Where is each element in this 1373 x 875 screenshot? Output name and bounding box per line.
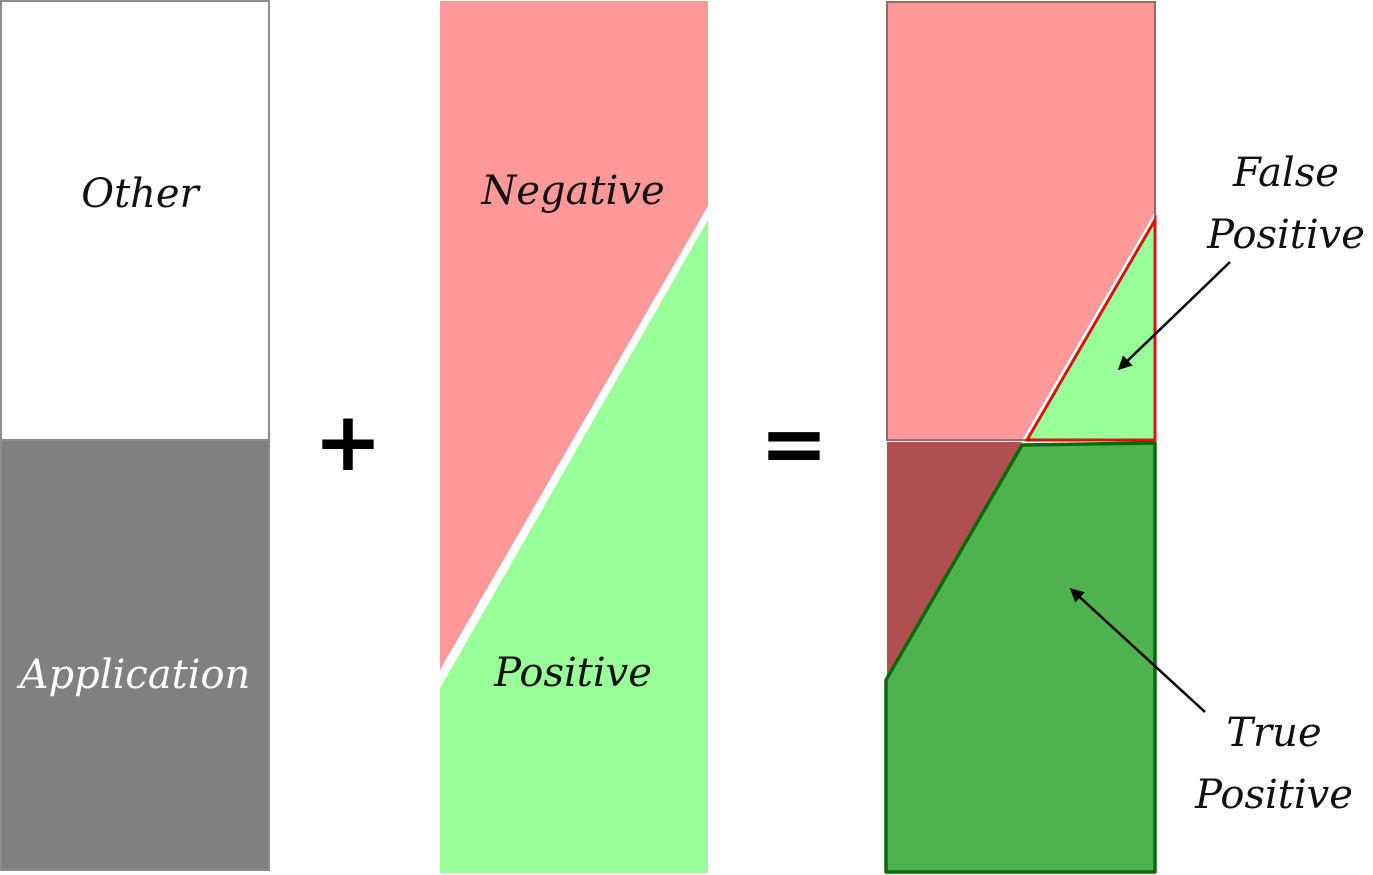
false-positive-arrow-icon <box>1117 261 1231 371</box>
plus-operator: + <box>314 395 383 490</box>
result-panel: False Positive True Positive <box>884 1 1365 874</box>
other-label: Other <box>81 171 201 217</box>
true-positive-region <box>884 441 1157 874</box>
false-positive-region <box>1024 214 1157 442</box>
positive-label: Positive <box>493 650 652 696</box>
application-region <box>0 439 270 871</box>
equals-operator: = <box>760 397 829 492</box>
positive-region <box>440 220 708 873</box>
other-region <box>0 0 270 441</box>
population-panel: Other Application <box>0 0 270 871</box>
false-positive-label-line2: Positive <box>1206 212 1365 258</box>
classifier-panel: Negative Positive <box>440 1 708 873</box>
true-positive-arrow-icon <box>1069 587 1206 713</box>
result-top-negative-region <box>887 2 1155 440</box>
negative-region <box>440 1 708 670</box>
true-positive-label-line2: Positive <box>1194 772 1353 818</box>
application-label: Application <box>16 652 251 698</box>
true-positive-label-line1: True <box>1226 710 1321 756</box>
false-positive-label-line1: False <box>1232 150 1339 196</box>
negative-label: Negative <box>480 168 664 214</box>
